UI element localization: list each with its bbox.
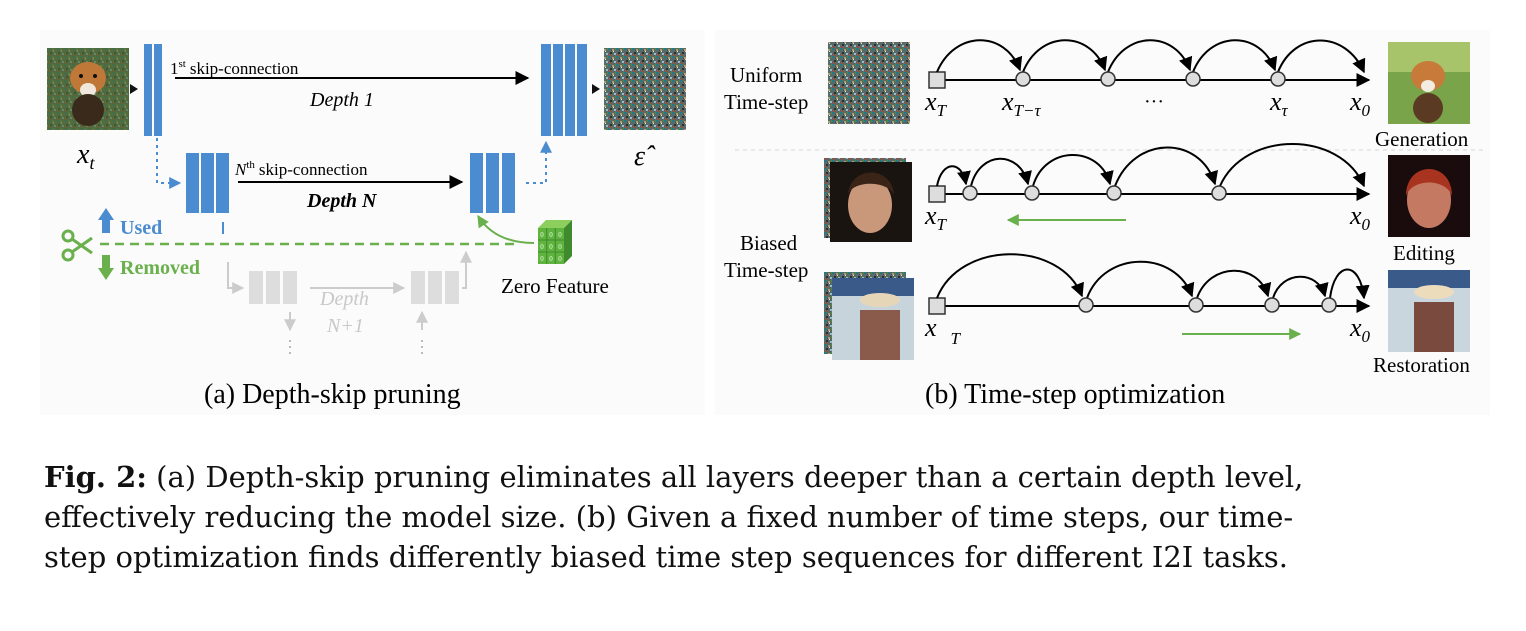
restoration-nodes bbox=[1078, 297, 1337, 313]
removed-arrow-icon bbox=[98, 255, 114, 280]
uniform-nodes bbox=[1015, 71, 1286, 87]
encoder-down-connector bbox=[156, 138, 182, 189]
generation-image bbox=[1388, 42, 1470, 124]
uniform-ellipsis: ··· bbox=[1144, 91, 1164, 113]
svg-text:0: 0 bbox=[558, 243, 562, 251]
caption-line-1: Fig. 2: (a) Depth-skip pruning eliminate… bbox=[44, 460, 1304, 494]
svg-text:0: 0 bbox=[558, 231, 562, 239]
encoder-block-depthN1 bbox=[249, 271, 297, 304]
svg-text:0: 0 bbox=[558, 255, 562, 263]
used-label: Used bbox=[120, 217, 162, 239]
decoder-block-depthN bbox=[470, 153, 515, 213]
zero-feature-label: Zero Feature bbox=[501, 274, 609, 298]
svg-text:0: 0 bbox=[540, 243, 544, 251]
editing-x0-label: x0 bbox=[1349, 201, 1371, 234]
removed-label: Removed bbox=[120, 257, 200, 279]
generation-label: Generation bbox=[1375, 127, 1469, 151]
svg-text:0: 0 bbox=[549, 243, 553, 251]
removed-up-connector bbox=[460, 250, 472, 289]
editing-xT-label: xT bbox=[924, 201, 948, 234]
decoder-block-depth1 bbox=[541, 44, 587, 136]
editing-label: Editing bbox=[1393, 241, 1455, 265]
restoration-input-image bbox=[824, 272, 914, 360]
used-arrow-icon bbox=[98, 208, 114, 233]
output-noise-image bbox=[604, 48, 686, 130]
panel-a-caption: (a) Depth-skip pruning bbox=[204, 379, 461, 410]
caption-label: Fig. 2: bbox=[44, 460, 147, 494]
editing-output-image bbox=[1388, 155, 1470, 237]
restoration-start-node bbox=[928, 297, 946, 315]
input-dog-image bbox=[47, 48, 129, 130]
uniform-xT-label: xT bbox=[924, 87, 948, 120]
editing-input-image bbox=[824, 158, 912, 242]
editing-hops bbox=[936, 143, 1366, 188]
biased-label-line2: Time-step bbox=[724, 258, 808, 282]
encoder-block-depthN bbox=[186, 153, 229, 213]
depth-N1-label-line2: N+1 bbox=[326, 315, 364, 337]
uniform-start-node bbox=[928, 71, 946, 89]
removed-down-connector bbox=[227, 262, 245, 294]
uniform-hops bbox=[936, 39, 1366, 74]
caption-line-3: step optimization finds differently bias… bbox=[44, 540, 1288, 574]
svg-text:0: 0 bbox=[549, 255, 553, 263]
editing-nodes bbox=[962, 185, 1227, 201]
svg-text:0: 0 bbox=[540, 255, 544, 263]
depth-1-label: Depth 1 bbox=[309, 89, 374, 111]
zero-feature-arrow bbox=[477, 214, 535, 244]
figure-caption: Fig. 2: (a) Depth-skip pruning eliminate… bbox=[44, 457, 1494, 577]
uniform-x0-label: x0 bbox=[1349, 87, 1371, 120]
restoration-hops bbox=[936, 253, 1370, 300]
uniform-label-line1: Uniform bbox=[730, 63, 802, 87]
svg-text:0: 0 bbox=[540, 231, 544, 239]
restoration-label: Restoration bbox=[1373, 353, 1470, 377]
depth-N-label: Depth N bbox=[306, 190, 378, 212]
encoder-block-depth1 bbox=[144, 44, 162, 136]
caption-line-2: effectively reducing the model size. (b)… bbox=[44, 500, 1294, 534]
uniform-noise-image bbox=[828, 42, 910, 124]
restoration-x0-label: x0 bbox=[1349, 313, 1371, 346]
uniform-label-line2: Time-step bbox=[724, 90, 808, 114]
decoder-block-depthN1 bbox=[411, 271, 459, 304]
panel-b-caption: (b) Time-step optimization bbox=[925, 379, 1225, 410]
restoration-output-image bbox=[1388, 270, 1470, 352]
depth-N1-label-line1: Depth bbox=[319, 288, 369, 310]
input-arrow-icon bbox=[130, 84, 138, 94]
editing-start-node bbox=[928, 185, 946, 203]
biased-label-line1: Biased bbox=[740, 231, 798, 255]
input-label: xt bbox=[76, 139, 95, 173]
svg-text:0: 0 bbox=[549, 231, 553, 239]
uniform-xtau-label: xτ bbox=[1269, 87, 1289, 120]
uniform-xTminus-label: xT−τ bbox=[1001, 87, 1041, 120]
scissors-icon bbox=[61, 229, 93, 262]
output-arrow-icon bbox=[592, 84, 600, 94]
